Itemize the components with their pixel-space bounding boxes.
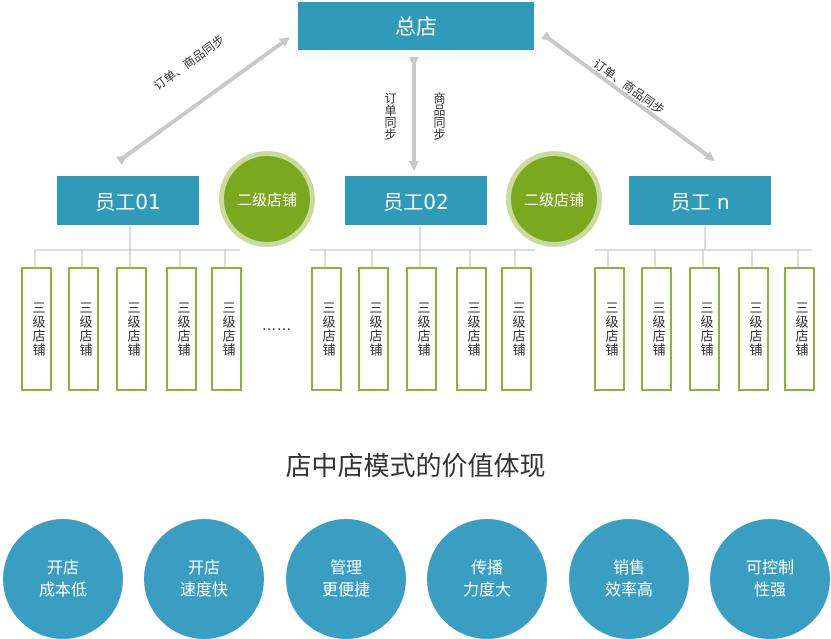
third-level-store: 三级店铺	[456, 267, 487, 391]
value-line1: 可控制	[745, 558, 794, 577]
value-line2: 性强	[753, 580, 786, 599]
value-circle-5: 销售 效率高	[569, 519, 689, 639]
third-level-store: 三级店铺	[689, 267, 720, 391]
value-circle-6: 可控制 性强	[710, 519, 830, 639]
value-circle-3: 管理 更便捷	[286, 519, 406, 639]
third-level-store: 三级店铺	[358, 267, 389, 391]
tree-lines-group-2	[310, 226, 535, 267]
third-level-store: 三级店铺	[21, 267, 52, 391]
value-circle-4: 传播 力度大	[427, 519, 547, 639]
third-level-store: 三级店铺	[311, 267, 342, 391]
value-circle-2: 开店 速度快	[144, 519, 264, 639]
sync-arrow-right	[541, 31, 716, 161]
value-line1: 管理	[329, 558, 362, 577]
third-level-store: 三级店铺	[784, 267, 815, 391]
value-line2: 成本低	[38, 580, 87, 599]
value-line2: 更便捷	[321, 580, 370, 599]
section-title: 店中店模式的价值体现	[285, 452, 546, 482]
second-level-store-1: 二级店铺	[219, 151, 315, 247]
sync-label-mid-left: 订单同步	[383, 92, 397, 140]
tree-lines-group-3	[595, 226, 812, 267]
ellipsis: ……	[262, 318, 292, 334]
value-circle-1: 开店 成本低	[3, 519, 123, 639]
value-line2: 速度快	[179, 580, 228, 599]
value-line1: 传播	[470, 558, 503, 577]
second-level-store-2: 二级店铺	[506, 151, 602, 247]
third-level-store: 三级店铺	[68, 267, 99, 391]
value-line1: 开店	[187, 558, 220, 577]
third-level-store: 三级店铺	[211, 267, 242, 391]
third-level-store: 三级店铺	[406, 267, 437, 391]
sync-label-mid-right: 商品同步	[432, 92, 446, 140]
third-level-store: 三级店铺	[166, 267, 197, 391]
hq-node: 总店	[298, 2, 534, 50]
value-line1: 开店	[46, 558, 79, 577]
third-level-store: 三级店铺	[116, 267, 147, 391]
third-level-store: 三级店铺	[594, 267, 625, 391]
sync-arrow-left	[116, 37, 291, 165]
employee-node-1: 员工01	[57, 176, 199, 225]
third-level-store: 三级店铺	[501, 267, 532, 391]
third-level-store: 三级店铺	[641, 267, 672, 391]
value-line1: 销售	[612, 558, 645, 577]
employee-node-n: 员工 n	[629, 176, 771, 225]
tree-lines-group-1	[34, 226, 240, 267]
employee-node-2: 员工02	[345, 176, 487, 225]
value-line2: 力度大	[462, 580, 511, 599]
third-level-store: 三级店铺	[738, 267, 769, 391]
value-line2: 效率高	[604, 580, 653, 599]
